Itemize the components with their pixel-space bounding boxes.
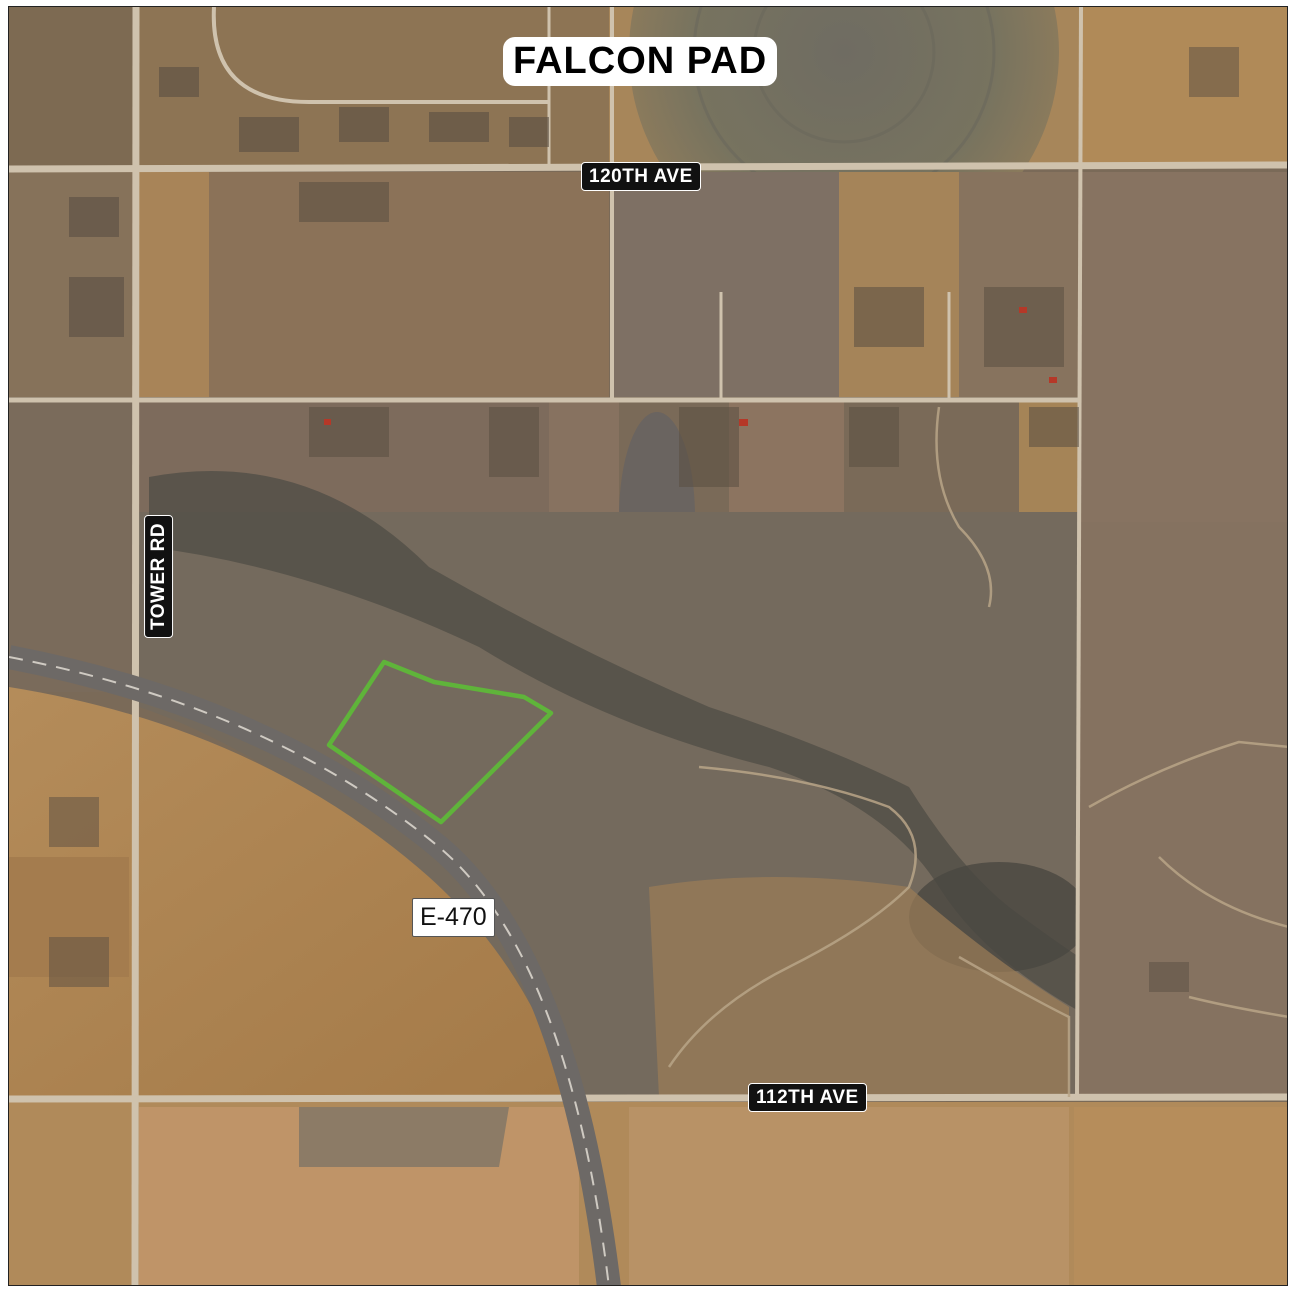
farmland-southwest xyxy=(9,687,569,1097)
site-boundary xyxy=(326,659,554,825)
road-label-112th-ave: 112TH AVE xyxy=(748,1083,867,1112)
dirt-trails xyxy=(667,406,1287,1097)
homestead-clusters xyxy=(49,47,1239,992)
highway-label-e470: E-470 xyxy=(412,898,495,937)
aerial-map[interactable]: FALCON PAD 120TH AVE 112TH AVE TOWER RD … xyxy=(8,6,1288,1286)
aerial-imagery xyxy=(9,7,1287,1285)
map-title: FALCON PAD xyxy=(503,37,778,86)
road-label-120th-ave: 120TH AVE xyxy=(581,162,701,191)
road-label-tower-rd: TOWER RD xyxy=(144,514,174,639)
